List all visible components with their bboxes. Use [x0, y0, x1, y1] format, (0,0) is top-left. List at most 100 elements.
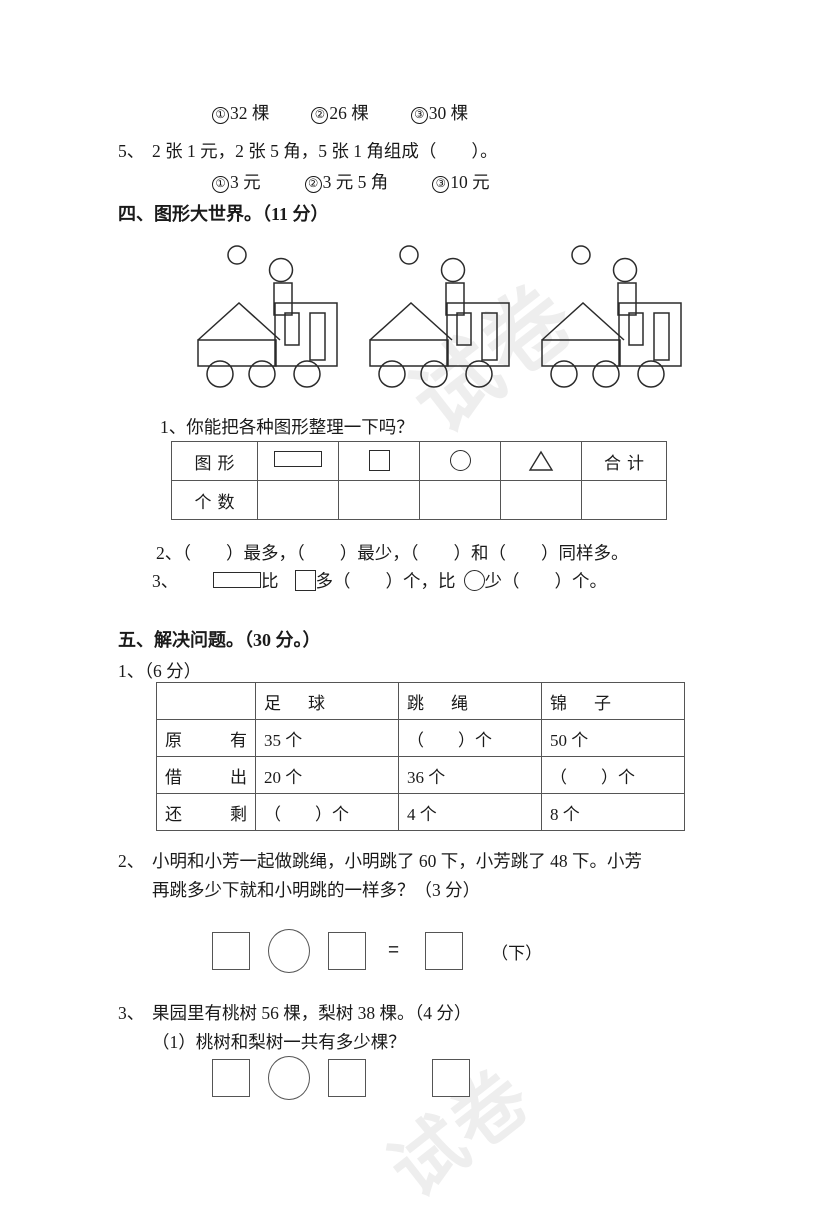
table-row: 图形 合计 [171, 441, 667, 481]
body-rect [541, 339, 621, 367]
wheel-circle [293, 360, 321, 388]
sports-cell[interactable]: 36 个 [398, 756, 542, 794]
answer-box[interactable] [328, 932, 366, 970]
table-row: 借 出 20 个 36 个 （ ）个 [156, 756, 685, 794]
chimney-rect [445, 282, 465, 316]
wheel-circle [550, 360, 578, 388]
section4-q2-text: 2、（ ）最多，（ ）最少，（ ）和（ ）同样多。 [156, 543, 629, 563]
q3-answer-row [212, 1056, 470, 1100]
shape-cell-triangle [500, 441, 582, 481]
sports-equipment-table: 足 球 跳 绳 锦 子 原 有 35 个 （ ）个 50 个 借 出 20 个 … [156, 682, 685, 831]
sports-cell[interactable]: 50 个 [541, 719, 685, 757]
section4-q3-number: 3、 [152, 571, 179, 591]
sports-row-label-lent: 借 出 [156, 756, 256, 794]
sports-cell[interactable]: （ ）个 [255, 793, 399, 831]
window-rect-small [628, 312, 644, 346]
trains-figure [180, 240, 700, 390]
train-1 [180, 240, 355, 388]
count-cell-circle[interactable] [419, 480, 501, 520]
circle-icon [463, 570, 485, 591]
train-svg [369, 245, 510, 388]
sports-header-jumprope: 跳 绳 [398, 682, 542, 720]
option-2-circle-icon: ② [311, 107, 329, 124]
operator-circle[interactable] [268, 929, 310, 973]
section5-q2-number: 2、 [118, 851, 145, 871]
square-icon [294, 570, 316, 591]
count-cell-rectangle[interactable] [257, 480, 339, 520]
sports-cell[interactable]: 4 个 [398, 793, 542, 831]
window-rect-large [481, 312, 498, 361]
count-cell-square[interactable] [338, 480, 420, 520]
section-4-title: 四、图形大世界。（11 分） [118, 204, 329, 224]
small-circle-icon [227, 245, 247, 265]
q3-option-3-text: 30 棵 [428, 103, 469, 123]
q5-option-3-text: 10 元 [450, 172, 490, 192]
table-row: 还 剩 （ ）个 4 个 8 个 [156, 793, 685, 831]
sports-cell[interactable]: （ ）个 [398, 719, 542, 757]
chimney-rect [617, 282, 637, 316]
sports-cell[interactable]: 20 个 [255, 756, 399, 794]
large-circle-icon [612, 257, 638, 283]
section4-q1-text: 1、你能把各种图形整理一下吗？ [160, 417, 414, 437]
q3-option-2-text: 26 棵 [329, 103, 369, 123]
train-svg [197, 245, 338, 388]
option-1-circle-icon: ① [212, 107, 229, 124]
sports-cell[interactable]: 35 个 [255, 719, 399, 757]
triangle-icon [528, 450, 554, 471]
q3-option-1-text: 32 棵 [230, 103, 270, 123]
answer-box[interactable] [328, 1059, 366, 1097]
train-3 [524, 240, 699, 388]
shape-count-table: 图形 合计 个数 [171, 441, 667, 520]
section5-q3-line1: 果园里有桃树 56 棵，梨树 38 棵。（4 分） [152, 1003, 472, 1023]
count-row-label: 个数 [171, 480, 258, 520]
wheel-circle [248, 360, 276, 388]
operator-circle[interactable] [268, 1056, 310, 1100]
q2-answer-row: = （下） [212, 929, 542, 973]
sports-header-blank [156, 682, 256, 720]
q2-unit-label: （下） [491, 943, 543, 963]
sports-cell[interactable]: 8 个 [541, 793, 685, 831]
triangle-roof [197, 301, 281, 341]
rectangle-icon [274, 451, 322, 467]
answer-box[interactable] [425, 932, 464, 970]
sports-cell[interactable]: （ ）个 [541, 756, 685, 794]
triangle-roof [541, 301, 625, 341]
sports-header-football: 足 球 [255, 682, 399, 720]
answer-box[interactable] [212, 932, 250, 970]
section4-q3-part3: 少（ ）个。 [484, 571, 608, 591]
option-1-circle-icon: ① [212, 176, 229, 193]
shape-cell-rectangle [257, 441, 339, 481]
table-row: 原 有 35 个 （ ）个 50 个 [156, 719, 685, 757]
table-row: 个数 [171, 480, 667, 520]
train-svg [541, 245, 682, 388]
train-2 [352, 240, 527, 388]
window-rect-small [284, 312, 300, 346]
wheel-circle [420, 360, 448, 388]
wheel-circle [592, 360, 620, 388]
rectangle-icon [213, 572, 261, 588]
circle-icon [449, 450, 471, 471]
small-circle-icon [399, 245, 419, 265]
answer-box[interactable] [212, 1059, 250, 1097]
body-rect [197, 339, 277, 367]
large-circle-icon [440, 257, 466, 283]
answer-box[interactable] [432, 1059, 470, 1097]
q5-stem: 2 张 1 元，2 张 5 角，5 张 1 角组成（ ）。 [152, 141, 498, 161]
count-cell-total[interactable] [581, 480, 667, 520]
window-rect-large [653, 312, 670, 361]
count-cell-triangle[interactable] [500, 480, 582, 520]
wheel-circle [206, 360, 234, 388]
section5-q3-line2: （1）桃树和梨树一共有多少棵？ [152, 1032, 406, 1052]
square-icon [368, 450, 390, 471]
q5-option-2-text: 3 元 5 角 [322, 172, 389, 192]
wheel-circle [637, 360, 665, 388]
large-circle-icon [268, 257, 294, 283]
window-rect-large [309, 312, 326, 361]
triangle-roof [369, 301, 453, 341]
option-3-circle-icon: ③ [432, 176, 450, 193]
window-rect-small [456, 312, 472, 346]
option-3-circle-icon: ③ [410, 107, 428, 124]
table-row: 足 球 跳 绳 锦 子 [156, 682, 685, 720]
